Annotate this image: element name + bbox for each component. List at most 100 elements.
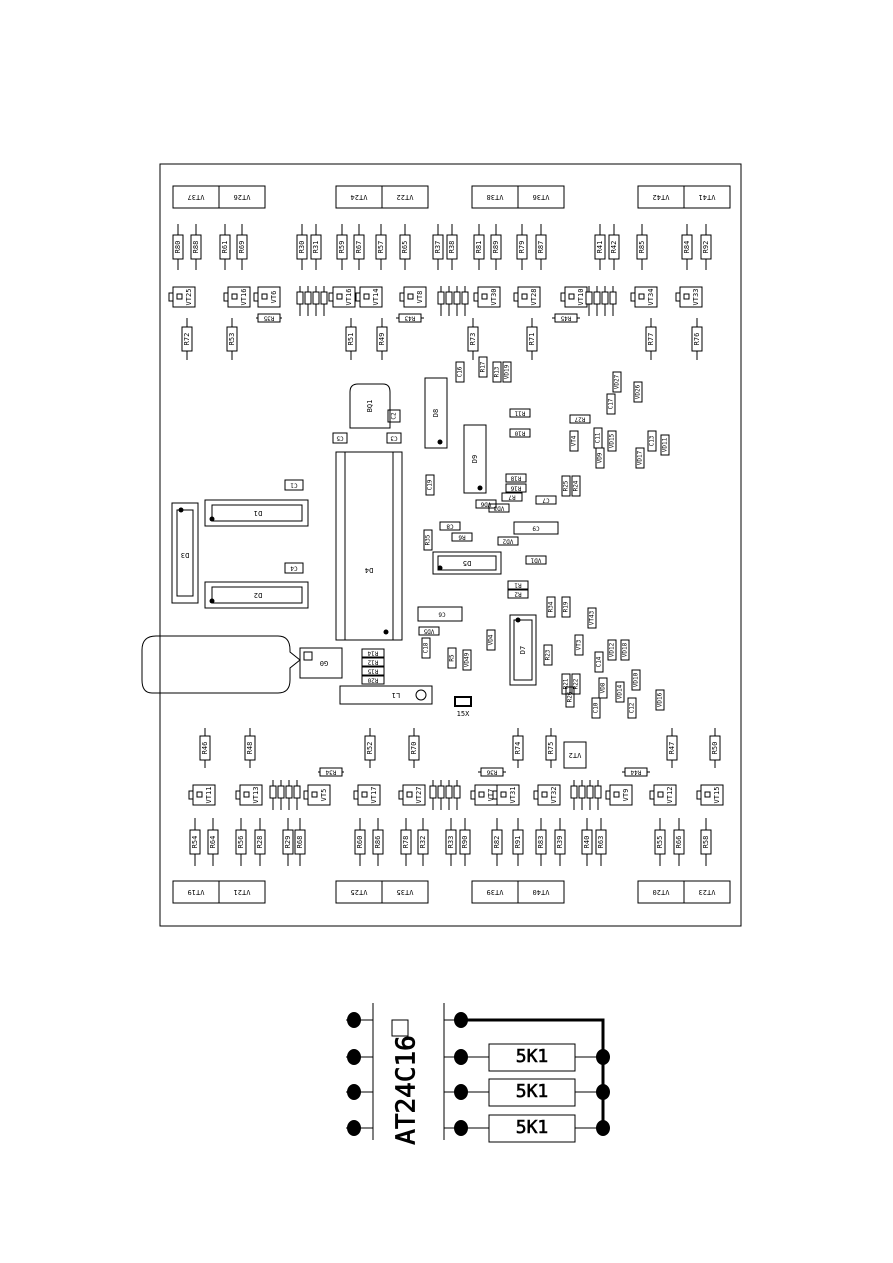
resistor-body	[361, 648, 385, 658]
cap-body	[593, 291, 601, 305]
resistor-body	[526, 326, 538, 352]
resistor-label: R85	[638, 241, 646, 254]
ic-body	[176, 509, 194, 597]
crystal-body	[349, 383, 391, 429]
pin-pad	[347, 1012, 361, 1028]
pullup-label: 5K1	[516, 1081, 549, 1102]
pullup-pad	[596, 1049, 610, 1065]
resistor-label: R34	[325, 769, 336, 776]
resistor-label: R59	[338, 241, 346, 254]
resistor-label: R74	[514, 742, 522, 755]
small-part-label: VT43	[589, 610, 596, 625]
small-part-label: R22	[573, 678, 580, 689]
resistor-body	[595, 829, 607, 855]
small-part	[615, 681, 625, 703]
plug-pad	[303, 651, 313, 661]
transistor-pad	[478, 791, 485, 798]
resistor-label: R44	[630, 769, 641, 776]
resistor-label: R43	[404, 315, 415, 322]
transistor-pad	[568, 293, 575, 300]
resistor-body	[372, 829, 384, 855]
cap-body	[445, 291, 453, 305]
resistor-body	[282, 829, 294, 855]
cap-label: C1	[290, 482, 298, 489]
transistor-pad	[261, 293, 268, 300]
resistor-body	[375, 234, 387, 260]
small-part	[492, 361, 502, 383]
resistor-body	[491, 829, 503, 855]
ic-label: D9	[471, 455, 479, 463]
resistor-label: R36	[486, 769, 497, 776]
resistor-body	[361, 666, 385, 676]
group-label: VT37	[188, 193, 205, 201]
coil-marker	[415, 689, 427, 701]
resistor-body	[172, 234, 184, 260]
resistor-label: R46	[201, 742, 209, 755]
small-part	[633, 381, 643, 403]
small-part	[620, 639, 630, 661]
transistor-tab	[492, 790, 498, 800]
resistor-body	[645, 326, 657, 352]
resistor-body	[709, 735, 721, 761]
small-part-label: C13	[649, 435, 656, 446]
resistor-body	[336, 234, 348, 260]
resistor-label: R72	[183, 333, 191, 346]
resistor-body	[364, 735, 376, 761]
group-label: VT40	[533, 888, 550, 896]
resistor-body	[554, 313, 578, 323]
group-label: VT38	[487, 193, 504, 201]
small-part-label: R13	[494, 366, 501, 377]
resistor-label: R79	[518, 241, 526, 254]
resistor-label: R29	[284, 836, 292, 849]
small-part	[565, 686, 575, 708]
transistor-tab	[473, 292, 479, 302]
small-part	[455, 361, 465, 383]
resistor-label: R70	[410, 742, 418, 755]
group-label: VT36	[533, 193, 550, 201]
pin1-dot	[209, 516, 215, 522]
resistor-label: R61	[221, 241, 229, 254]
resistor-label: R31	[312, 241, 320, 254]
resistor-label: R30	[298, 241, 306, 254]
small-part	[561, 475, 571, 497]
small-part	[561, 596, 571, 618]
transistor-tab	[235, 790, 241, 800]
cap-body	[437, 291, 445, 305]
group-label: VT26	[234, 193, 251, 201]
cap-body	[601, 291, 609, 305]
resistor-label: R57	[377, 241, 385, 254]
ic-label: D4	[365, 566, 373, 574]
transistor-label: VT14	[372, 289, 380, 306]
resistor-label: R40	[583, 836, 591, 849]
transistor-tab	[399, 292, 405, 302]
resistor-body	[673, 829, 685, 855]
ic-label: D2	[254, 591, 262, 599]
pin-pad	[347, 1120, 361, 1136]
small-part-label: R6	[458, 534, 466, 541]
resistor-body	[666, 735, 678, 761]
small-part-label: VD3	[493, 505, 504, 512]
resistor-body	[636, 234, 648, 260]
small-part	[505, 483, 527, 493]
group-label: VT42	[653, 193, 670, 201]
resistor-label: R47	[668, 742, 676, 755]
cap	[284, 479, 304, 491]
resistor-body	[354, 829, 366, 855]
coil-body	[339, 685, 433, 705]
resistor-body	[490, 234, 502, 260]
transistor-tab	[355, 292, 361, 302]
ic-body	[424, 377, 448, 449]
cap-body	[578, 785, 586, 799]
resistor-label: R20	[367, 677, 378, 684]
transistor-pad	[176, 293, 183, 300]
resistor-label: R71	[528, 333, 536, 346]
resistor-label: R81	[475, 241, 483, 254]
resistor-label: R50	[711, 742, 719, 755]
small-part-label: VD6	[480, 501, 491, 508]
board-outline	[159, 163, 742, 927]
small-part-label: R1	[514, 582, 522, 589]
resistor-body	[181, 326, 193, 352]
